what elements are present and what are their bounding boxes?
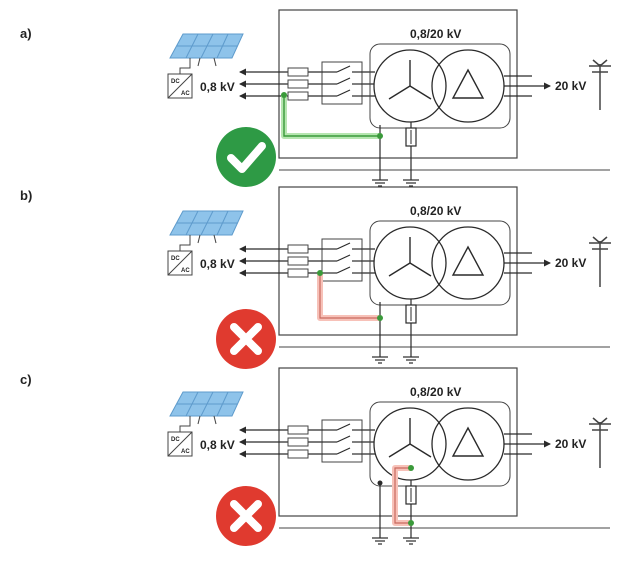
earthing-conductors <box>372 299 419 364</box>
solar-panel-icon <box>169 33 244 67</box>
utility-pole-icon <box>589 236 611 287</box>
transformer-rating-label: 0,8/20 kV <box>410 27 461 41</box>
panel-a: a) DC AC 0,8 kV <box>20 9 611 187</box>
star-winding-icon <box>388 60 432 100</box>
hv-voltage-label: 20 kV <box>555 256 586 270</box>
hv-conductors <box>504 252 551 274</box>
hv-voltage-label: 20 kV <box>555 79 586 93</box>
inverter-icon: DC AC <box>167 431 193 457</box>
hv-voltage-label: 20 kV <box>555 437 586 451</box>
solar-panel-icon <box>169 210 244 244</box>
star-winding-icon <box>388 418 432 458</box>
panel-label: a) <box>20 26 32 41</box>
hv-conductors <box>504 75 551 97</box>
inverter-ac-label: AC <box>181 91 190 97</box>
inverter-icon: DC AC <box>167 250 193 276</box>
fuse-block <box>287 67 309 101</box>
inverter-dc-label: DC <box>171 79 180 85</box>
utility-pole-icon <box>589 417 611 468</box>
utility-pole-icon <box>589 59 611 110</box>
bonding-node <box>281 92 287 98</box>
bonding-node <box>377 480 383 486</box>
fuse-block <box>287 425 309 459</box>
cross-icon <box>216 486 276 546</box>
inverter-dc-label: DC <box>171 256 180 262</box>
cross-icon <box>216 309 276 369</box>
lv-voltage-label: 0,8 kV <box>200 438 235 452</box>
fuse-block <box>287 244 309 278</box>
transformer <box>369 220 511 306</box>
lv-voltage-label: 0,8 kV <box>200 257 235 271</box>
switch-block <box>321 419 363 463</box>
earthing-conductors <box>372 122 419 187</box>
panel-label: c) <box>20 372 32 387</box>
transformer <box>369 401 511 487</box>
inverter-dc-label: DC <box>171 437 180 443</box>
switch-block <box>321 61 363 105</box>
star-winding-icon <box>388 237 432 277</box>
transformer <box>369 43 511 129</box>
check-icon <box>216 127 276 187</box>
hv-conductors <box>504 433 551 455</box>
bonding-node <box>317 270 323 276</box>
earthing-conductors <box>372 480 419 545</box>
inverter-ac-label: AC <box>181 268 190 274</box>
inverter-ac-label: AC <box>181 449 190 455</box>
inverter-icon: DC AC <box>167 73 193 99</box>
transformer-rating-label: 0,8/20 kV <box>410 385 461 399</box>
delta-winding-icon <box>451 245 485 276</box>
bonding-node <box>408 520 414 526</box>
bonding-node <box>377 315 383 321</box>
bonding-node <box>377 133 383 139</box>
panel-c: c) DC AC 0,8 kV <box>20 367 611 546</box>
delta-winding-icon <box>451 68 485 99</box>
solar-panel-icon <box>169 391 244 425</box>
lv-voltage-label: 0,8 kV <box>200 80 235 94</box>
panel-label: b) <box>20 188 32 203</box>
panel-b: b) DC AC 0,8 kV <box>20 186 611 369</box>
switch-block <box>321 238 363 282</box>
transformer-rating-label: 0,8/20 kV <box>410 204 461 218</box>
delta-winding-icon <box>451 426 485 457</box>
bonding-node <box>408 465 414 471</box>
